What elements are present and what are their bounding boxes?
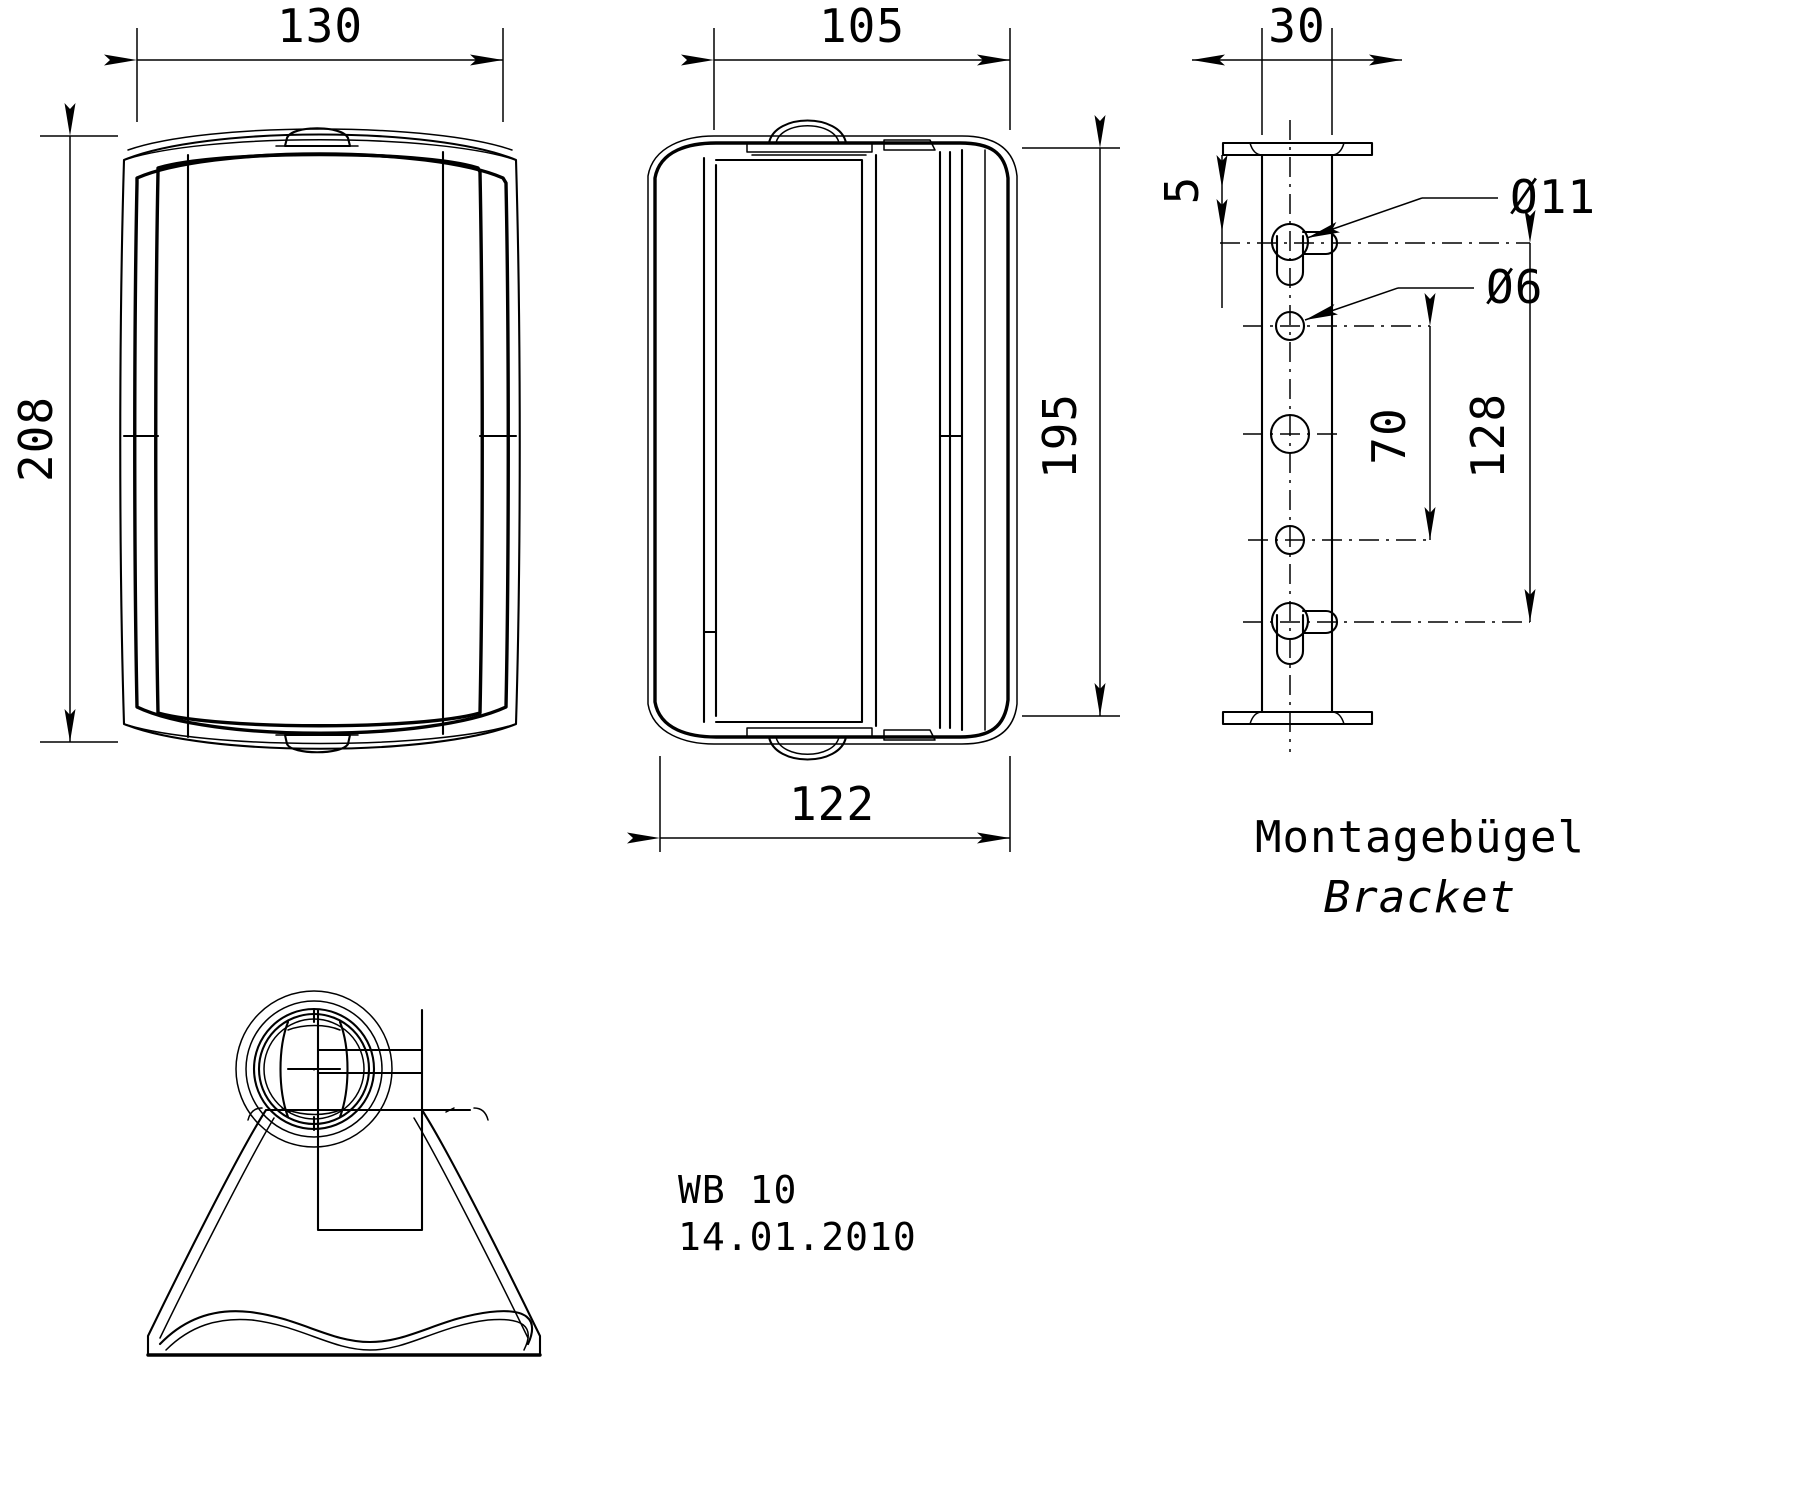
topview-inner-right [413, 1117, 529, 1339]
front-height-label: 208 [9, 396, 63, 482]
topview-tab-right [473, 1107, 489, 1121]
bracket-caption-english: Bracket [1324, 872, 1516, 923]
bracket-small-hole-top [1274, 310, 1306, 342]
bracket-bottom-fillet-left [1249, 711, 1263, 725]
side-top-dome-inner [775, 125, 840, 144]
topview-terminal-ring-2 [245, 1000, 383, 1138]
bracket-hole-spacing-label: 70 [1362, 407, 1416, 464]
dia11-leader-slant [1306, 197, 1423, 239]
bracket-top-flange [1221, 141, 1374, 157]
topview-front-wave-outer [158, 1310, 534, 1346]
bracket-bottom-flange [1221, 710, 1374, 726]
front-bottom-rim-1 [123, 723, 517, 745]
top-view [146, 990, 542, 1357]
topview-front-wave-inner [165, 1318, 529, 1351]
side-top-latch [883, 139, 936, 151]
bracket-top-fillet-right [1331, 142, 1345, 156]
side-top-dome-outer [767, 119, 848, 145]
side-bottom-depth-label: 122 [789, 777, 875, 831]
dia6-leader-slant [1304, 287, 1399, 321]
bracket-keyhole-bottom-slot [1275, 613, 1305, 666]
topview-terminal-ring-outer [235, 990, 393, 1148]
front-top-rim-1 [123, 139, 517, 161]
side-shell-edge [647, 135, 1018, 745]
bracket-edge-offset-label: 5 [1155, 176, 1209, 205]
hole-small-dia-label: Ø6 [1486, 260, 1543, 314]
side-bottom-plate [746, 727, 873, 738]
bracket-hole-span-label: 128 [1461, 393, 1515, 479]
title-date: 14.01.2010 [678, 1215, 917, 1259]
side-depth-label: 105 [819, 0, 905, 53]
topview-inner-left [159, 1117, 275, 1339]
side-top-plate [746, 142, 873, 153]
front-bottom-tab [283, 733, 352, 754]
bracket-width-label: 30 [1268, 0, 1325, 53]
topview-tick-right [445, 1107, 455, 1113]
front-shell-edge [119, 133, 521, 750]
front-view: 130 208 [9, 0, 521, 754]
title-block: WB 10 14.01.2010 [678, 1168, 917, 1259]
bracket-keyhole-top-slot [1275, 234, 1305, 287]
front-grille-frame [154, 152, 484, 728]
title-model: WB 10 [678, 1168, 797, 1212]
topview-terminal-lens-right [338, 1020, 349, 1119]
side-height-label: 195 [1033, 393, 1087, 479]
side-view: 105 195 122 [627, 0, 1120, 852]
topview-outer-body [146, 1108, 542, 1357]
side-bottom-dome-outer [767, 735, 848, 761]
topview-tab-left [247, 1107, 263, 1121]
topview-terminal-lens-top [287, 1024, 341, 1031]
side-grille-panel [714, 158, 864, 724]
topview-terminal-lens-bottom [287, 1109, 341, 1116]
topview-terminal-lens-left [279, 1020, 290, 1119]
bracket-view: 30 5 Ø11 Ø6 70 128 Montagebügel Bracket [1155, 0, 1596, 923]
bracket-caption-german: Montagebügel [1255, 812, 1585, 863]
front-width-label: 130 [277, 0, 363, 53]
front-outer-shell [133, 152, 510, 735]
hole-large-dia-label: Ø11 [1510, 170, 1596, 224]
bracket-top-fillet-left [1249, 142, 1263, 156]
side-bottom-latch [883, 729, 936, 741]
side-bottom-dome-inner [775, 736, 840, 755]
side-outer-body [653, 141, 1010, 739]
front-top-tab [283, 127, 352, 148]
topview-bracket-stem [316, 1048, 424, 1232]
bracket-bottom-fillet-right [1331, 711, 1345, 725]
